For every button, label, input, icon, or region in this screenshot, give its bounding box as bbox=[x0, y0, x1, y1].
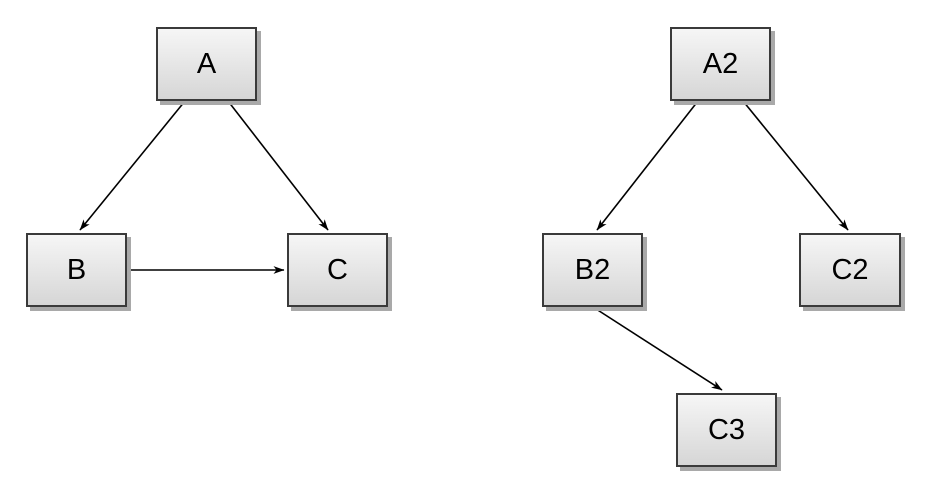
node-label-B: B bbox=[66, 253, 87, 286]
node-label-B2: B2 bbox=[574, 253, 611, 286]
node-A: A bbox=[156, 27, 257, 101]
node-B: B bbox=[26, 233, 127, 307]
node-A2: A2 bbox=[670, 27, 771, 101]
node-label-C2: C2 bbox=[831, 253, 869, 286]
node-C3: C3 bbox=[676, 393, 777, 467]
node-label-C3: C3 bbox=[707, 413, 746, 446]
node-B2: B2 bbox=[542, 233, 643, 307]
edge-A-B bbox=[79, 100, 186, 231]
node-label-A2: A2 bbox=[702, 47, 739, 80]
edge-A2-C2 bbox=[742, 100, 849, 231]
node-C: C bbox=[287, 233, 388, 307]
edge-B2-C3 bbox=[592, 306, 723, 391]
node-label-C: C bbox=[327, 253, 348, 286]
edge-A2-B2 bbox=[596, 100, 699, 231]
edge-A-C bbox=[227, 100, 329, 231]
node-label-A: A bbox=[196, 47, 217, 80]
node-C2: C2 bbox=[799, 233, 901, 307]
